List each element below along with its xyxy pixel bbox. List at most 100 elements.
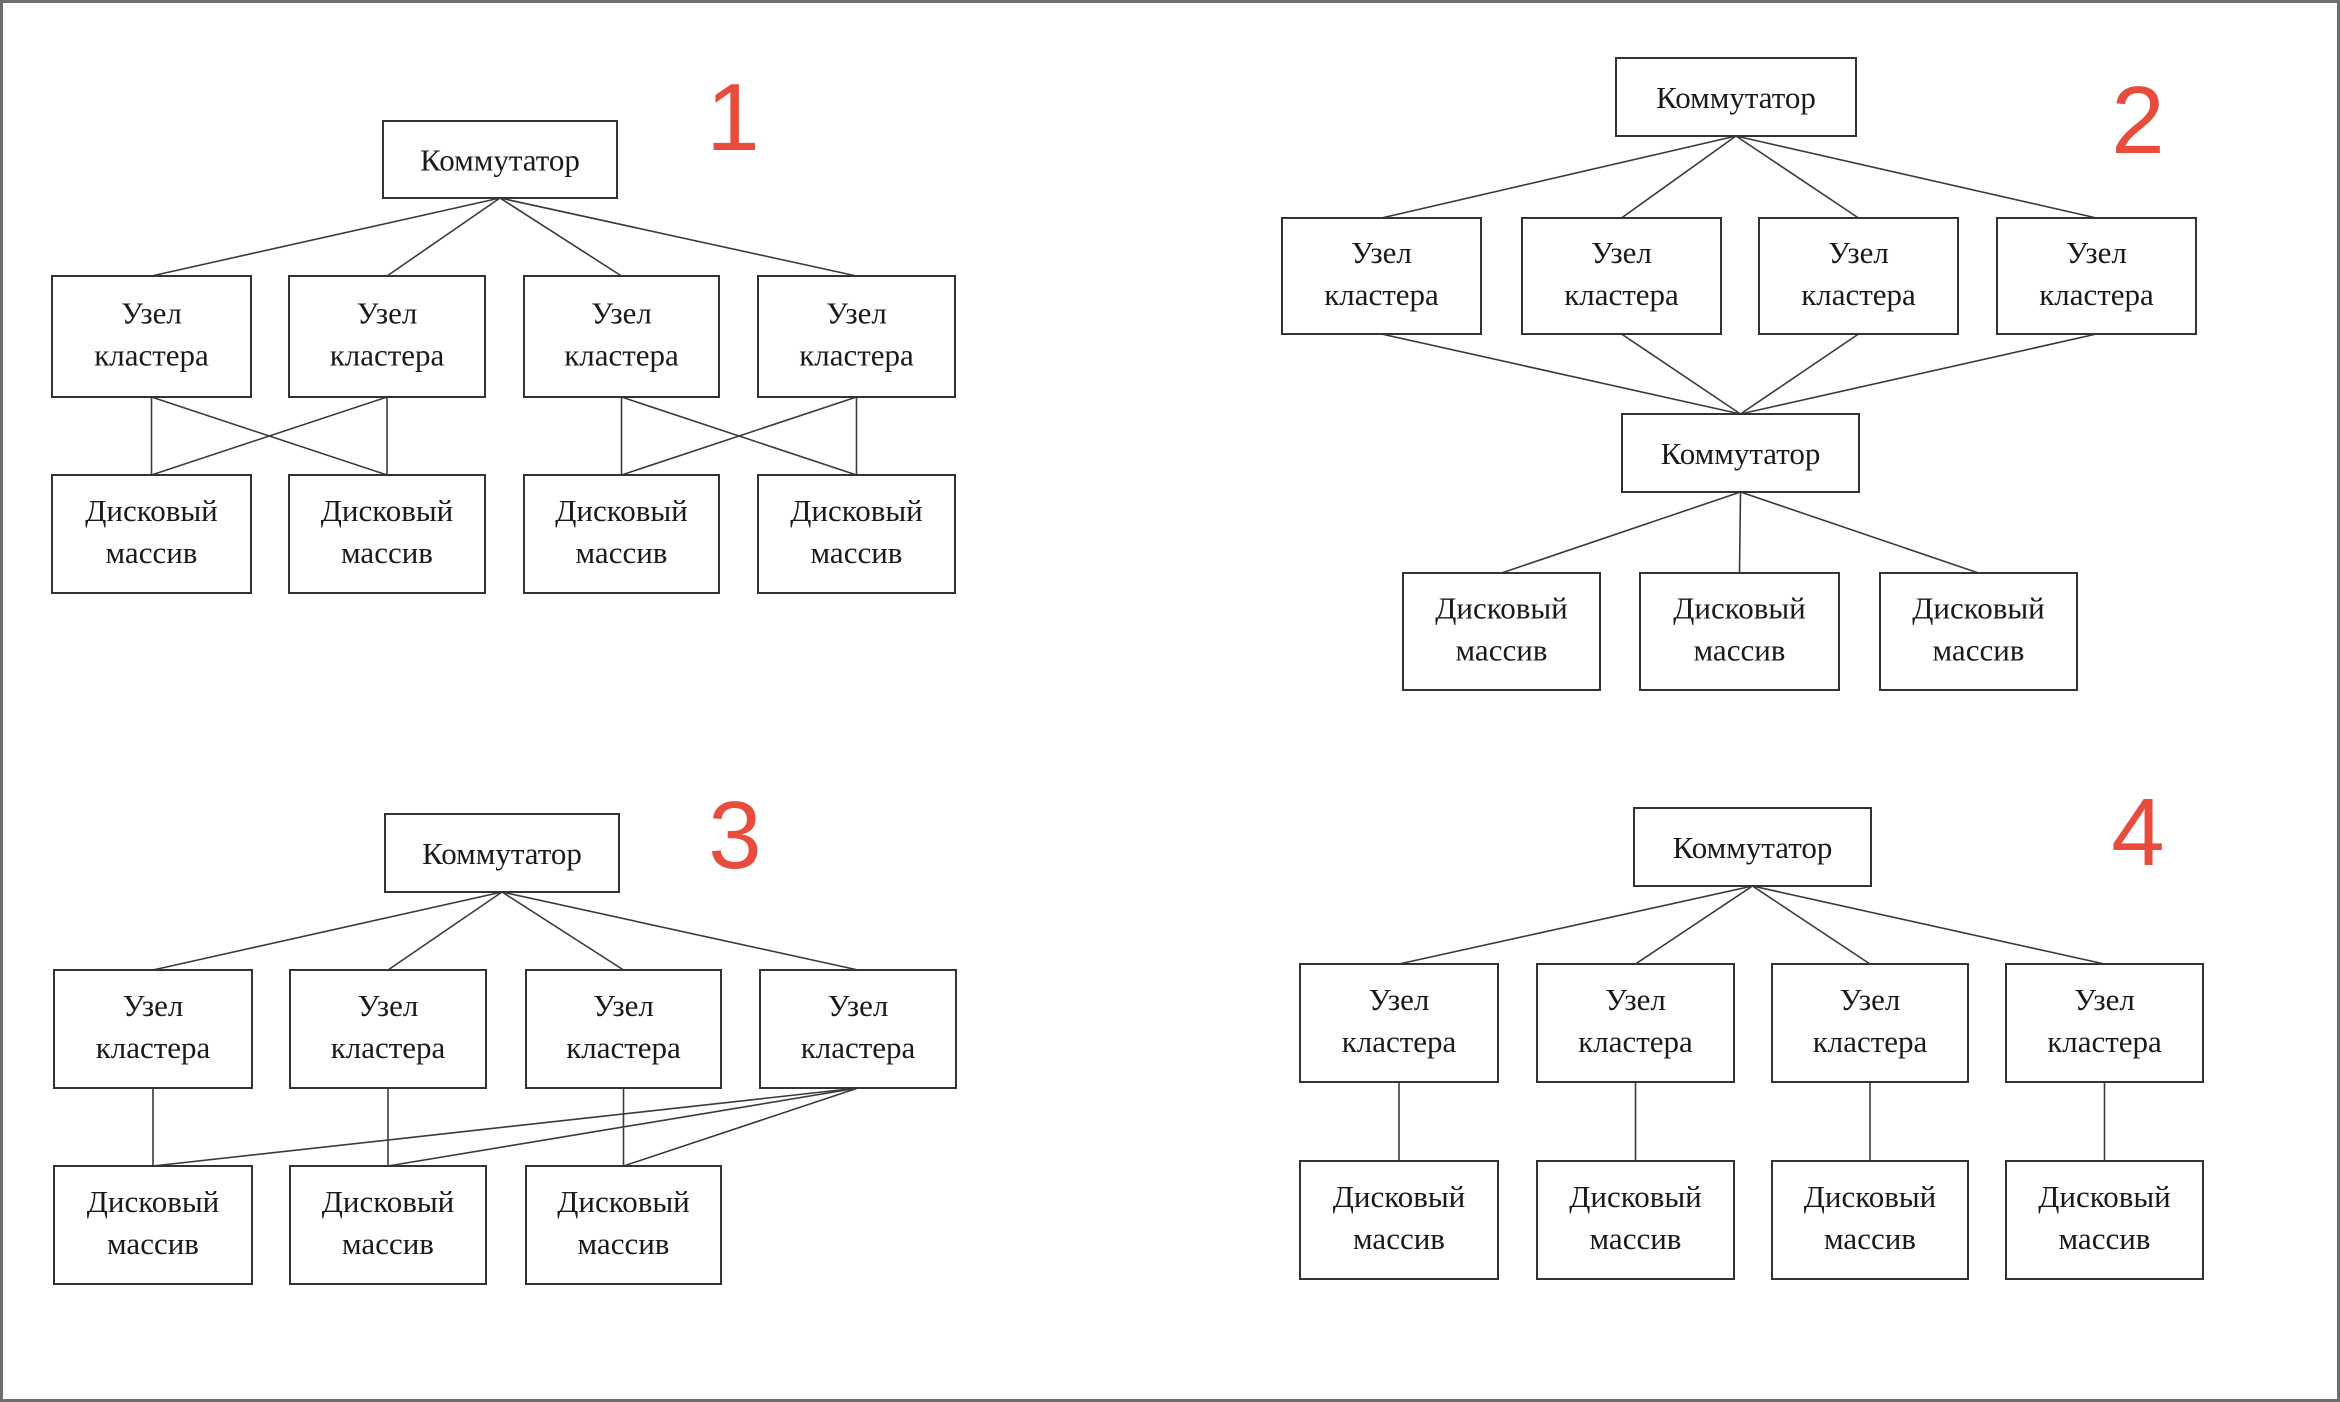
node-label-line-2: кластера xyxy=(2039,277,2154,312)
disk-label-line-2: массив xyxy=(2059,1221,2151,1256)
disk-label-line-1: Дисковый xyxy=(1912,591,2045,626)
disk-label-line-2: массив xyxy=(1694,633,1786,668)
box-outline xyxy=(53,1165,253,1285)
disk-label-line-1: Дисковый xyxy=(1333,1179,1466,1214)
box-outline xyxy=(757,474,956,594)
node-label-line-1: Узел xyxy=(358,988,419,1023)
disk-label-line-1: Дисковый xyxy=(85,493,218,528)
switch-box-sw: Коммутатор xyxy=(382,120,618,199)
box-outline xyxy=(382,120,618,199)
box-outline xyxy=(2005,963,2204,1083)
node-label-line-1: Узел xyxy=(2066,235,2127,270)
node-label-line-1: Узел xyxy=(1605,982,1666,1017)
edge-sw-n4 xyxy=(1735,135,2097,219)
edge-sw-n4 xyxy=(499,197,857,277)
disk-label-line-1: Дисковый xyxy=(1673,591,1806,626)
cluster-node-box-n4: Узел кластера xyxy=(1996,217,2197,335)
node-label-line-1: Узел xyxy=(591,296,652,331)
edge-n4-d3 xyxy=(623,1087,859,1167)
switch-label: Коммутатор xyxy=(1661,436,1821,471)
cluster-node-box-n3: Узел кластера xyxy=(523,275,720,398)
box-outline xyxy=(1521,217,1722,335)
diagram-number-1: 1 xyxy=(706,64,759,171)
node-label-line-1: Узел xyxy=(357,296,418,331)
cluster-node-box-n2: Узел кластера xyxy=(1536,963,1735,1083)
node-label-line-1: Узел xyxy=(1828,235,1889,270)
disk-label-line-1: Дисковый xyxy=(790,493,923,528)
disk-label-line-2: массив xyxy=(106,535,198,570)
edge-sw-n3 xyxy=(1735,135,1859,219)
edge-sw-n2 xyxy=(387,891,503,971)
node-label-line-1: Узел xyxy=(826,296,887,331)
cluster-node-box-n4: Узел кластера xyxy=(2005,963,2204,1083)
node-label-line-1: Узел xyxy=(828,988,889,1023)
edge-sw-n4 xyxy=(1752,885,2105,965)
edge-sw-n2 xyxy=(386,197,501,277)
box-outline xyxy=(288,275,486,398)
edge-sw-n1 xyxy=(1398,885,1753,965)
diagram-1: КоммутаторУзелкластераУзелкластераУзелкл… xyxy=(51,64,956,594)
node-label-line-1: Узел xyxy=(1369,982,1430,1017)
node-label-line-2: кластера xyxy=(331,1030,446,1065)
node-label-line-2: кластера xyxy=(564,338,679,373)
diagram-1-edges xyxy=(150,197,858,476)
disk-label-line-2: массив xyxy=(1933,633,2025,668)
disk-label-line-2: массив xyxy=(576,535,668,570)
cluster-node-box-n4: Узел кластера xyxy=(759,969,957,1089)
node-label-line-1: Узел xyxy=(2074,982,2135,1017)
box-outline xyxy=(1996,217,2197,335)
disk-array-box-d3: Дисковый массив xyxy=(1879,572,2078,691)
disk-array-box-d2: Дисковый массив xyxy=(1639,572,1840,691)
edge-n2-d1 xyxy=(151,396,388,476)
box-outline xyxy=(384,813,620,893)
edge-sw2-d2 xyxy=(1738,491,1742,574)
diagram-number-2: 2 xyxy=(2111,67,2164,174)
box-outline xyxy=(51,275,252,398)
node-label-line-1: Узел xyxy=(123,988,184,1023)
edge-n4-d2 xyxy=(387,1087,859,1167)
node-label-line-2: кластера xyxy=(1801,277,1916,312)
node-label-line-2: кластера xyxy=(2047,1024,2162,1059)
box-outline xyxy=(53,969,253,1089)
box-outline xyxy=(1536,963,1735,1083)
switch-label: Коммутатор xyxy=(422,836,582,871)
edge-sw-n1 xyxy=(1381,135,1737,219)
edge-sw2-d1 xyxy=(1501,491,1741,574)
disk-label-line-2: массив xyxy=(342,1226,434,1261)
edge-n1-sw2 xyxy=(1381,333,1741,415)
box-outline xyxy=(289,969,487,1089)
edge-n3-sw2 xyxy=(1740,333,1859,415)
box-outline xyxy=(289,1165,487,1285)
edge-sw-n3 xyxy=(1752,885,1871,965)
disk-label-line-2: массив xyxy=(1590,1221,1682,1256)
box-outline xyxy=(759,969,957,1089)
box-outline xyxy=(1771,963,1969,1083)
edge-sw-n1 xyxy=(151,197,501,277)
switch-box-sw: Коммутатор xyxy=(384,813,620,893)
disk-label-line-2: массив xyxy=(1456,633,1548,668)
disk-array-box-d1: Дисковый массив xyxy=(51,474,252,594)
node-label-line-2: кластера xyxy=(1578,1024,1693,1059)
box-outline xyxy=(525,969,722,1089)
node-label-line-2: кластера xyxy=(801,1030,916,1065)
box-outline xyxy=(757,275,956,398)
node-label-line-2: кластера xyxy=(1813,1024,1928,1059)
disk-label-line-1: Дисковый xyxy=(1804,1179,1937,1214)
edge-sw-n3 xyxy=(501,891,624,971)
disk-label-line-2: массив xyxy=(1353,1221,1445,1256)
node-label-line-2: кластера xyxy=(1324,277,1439,312)
disk-label-line-2: массив xyxy=(341,535,433,570)
box-outline xyxy=(1879,572,2078,691)
switch-label: Коммутатор xyxy=(1673,830,1833,865)
node-label-line-2: кластера xyxy=(94,338,209,373)
